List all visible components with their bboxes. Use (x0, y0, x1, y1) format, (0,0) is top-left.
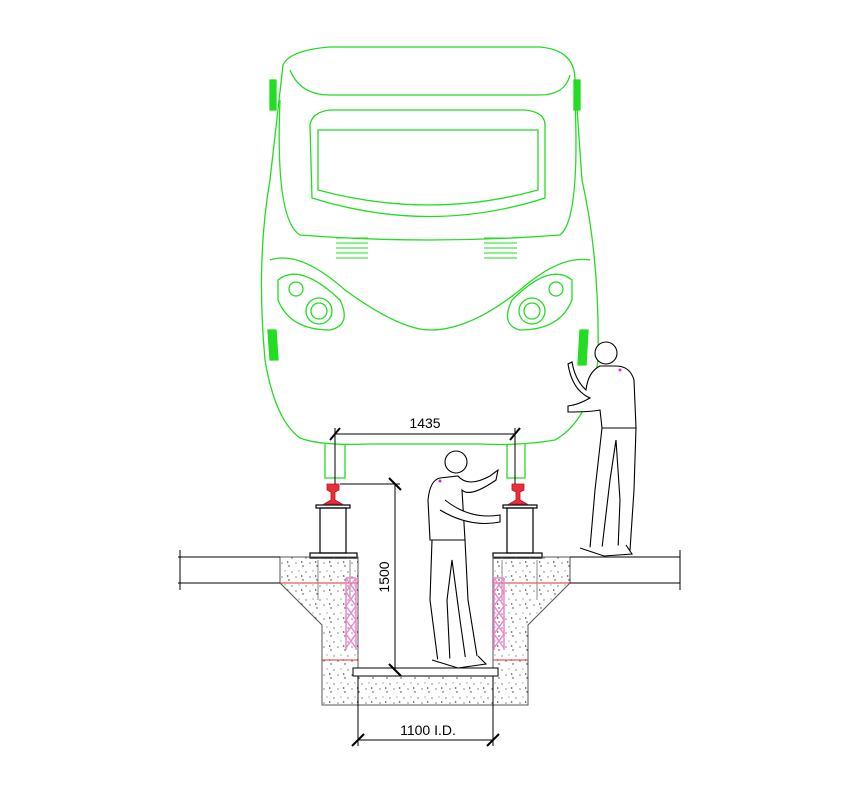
worker-in-pit (427, 450, 501, 669)
worker-on-platform (567, 341, 637, 557)
train-front (260, 46, 599, 479)
rail-left (322, 483, 344, 505)
pit-structure (178, 550, 681, 706)
windshield (309, 109, 546, 218)
rail-right (507, 483, 529, 505)
dimension-pit-width (351, 676, 500, 747)
vent-right (484, 237, 517, 259)
rails (322, 483, 529, 505)
track-gauge-label: 1435 (409, 415, 440, 431)
concrete-walls (279, 556, 571, 706)
pit-width-label: 1100 I.D. (400, 722, 456, 738)
wheel-right (506, 444, 526, 479)
rail-pedestals (309, 504, 543, 559)
dimension-pit-depth (340, 477, 402, 677)
headlight-left (277, 273, 345, 331)
pit-floor-slab (352, 667, 499, 677)
pit-depth-label: 1500 (376, 561, 392, 592)
vent-left (336, 237, 368, 259)
headlight-right (506, 273, 573, 331)
reinforcement-lattice (345, 577, 505, 650)
train-body-outline (260, 46, 599, 446)
dimension-track-gauge (329, 427, 521, 484)
train-upper-outline (289, 69, 571, 96)
